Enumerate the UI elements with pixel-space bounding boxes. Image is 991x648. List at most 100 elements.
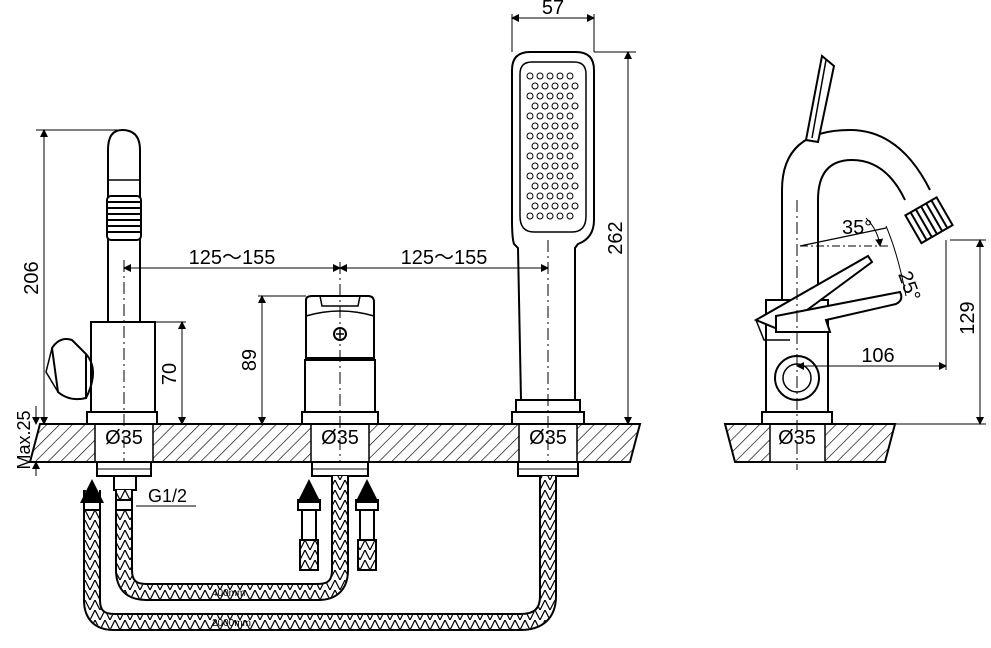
spray-nozzle [551, 162, 559, 170]
hoses [80, 476, 557, 631]
spray-nozzle [556, 132, 564, 140]
spray-nozzle [556, 112, 564, 120]
spray-nozzle [571, 122, 579, 130]
spray-nozzle [561, 122, 569, 130]
spray-nozzle [566, 172, 574, 180]
spray-nozzle [551, 202, 559, 210]
spray-nozzle [561, 102, 569, 110]
spray-nozzle [526, 112, 534, 120]
spray-nozzle [566, 112, 574, 120]
spray-nozzle [551, 142, 559, 150]
spray-nozzle [526, 152, 534, 160]
spray-nozzle [541, 102, 549, 110]
spray-nozzle [551, 182, 559, 190]
mixer-valve [301, 262, 379, 477]
spray-nozzle [571, 182, 579, 190]
spray-nozzle [571, 142, 579, 150]
spray-nozzle [561, 82, 569, 90]
spray-nozzle [526, 72, 534, 80]
dim-57: 57 [542, 0, 564, 19]
spray-nozzle [536, 92, 544, 100]
inlet-hose-right [355, 499, 379, 571]
spray-nozzle [531, 102, 539, 110]
spray-nozzle [546, 212, 554, 220]
hose-label-short: 400mm [212, 588, 245, 599]
dimension-lines [30, 14, 986, 507]
dim-262: 262 [605, 221, 627, 254]
spray-nozzle [556, 192, 564, 200]
dim-spacing-1: 125～155 [189, 247, 276, 269]
spray-nozzle [566, 212, 574, 220]
spray-nozzle [531, 202, 539, 210]
spray-nozzle [546, 92, 554, 100]
spray-nozzle [561, 142, 569, 150]
spout-assembly [45, 128, 158, 491]
spray-nozzle [546, 192, 554, 200]
dim-angle-35: 35° [842, 217, 872, 239]
hole-label-valve: Ø35 [321, 427, 359, 449]
spray-nozzle [536, 132, 544, 140]
spray-nozzle [556, 212, 564, 220]
hole-label-side: Ø35 [778, 427, 816, 449]
dim-106: 106 [861, 345, 894, 367]
dim-206: 206 [21, 261, 43, 294]
spray-nozzle [536, 152, 544, 160]
dim-spacing-2: 125～155 [401, 247, 488, 269]
spray-nozzle [556, 92, 564, 100]
spray-nozzle [546, 72, 554, 80]
spray-nozzle [536, 72, 544, 80]
hose-label-long: 2000mm [212, 618, 251, 629]
spray-nozzle [571, 202, 579, 210]
spray-nozzle [546, 172, 554, 180]
spray-nozzle [536, 212, 544, 220]
spray-nozzle [531, 142, 539, 150]
spray-nozzle [551, 82, 559, 90]
hole-label-spout: Ø35 [105, 427, 143, 449]
spray-nozzle [566, 152, 574, 160]
spray-nozzle [531, 162, 539, 170]
spray-nozzle [541, 202, 549, 210]
dim-70: 70 [159, 363, 181, 385]
hand-shower [511, 51, 595, 477]
spray-nozzle [571, 82, 579, 90]
spray-nozzle [531, 182, 539, 190]
spray-nozzle [571, 102, 579, 110]
dim-129: 129 [957, 301, 979, 334]
spray-nozzle [566, 92, 574, 100]
spray-nozzle [541, 182, 549, 190]
spray-nozzle [561, 202, 569, 210]
spray-nozzle [526, 132, 534, 140]
thread-label: G1/2 [148, 486, 187, 506]
spray-nozzles [526, 72, 579, 220]
spray-nozzle [526, 192, 534, 200]
side-deck-section [723, 423, 897, 463]
spray-nozzle [561, 162, 569, 170]
spray-nozzle [546, 152, 554, 160]
spray-nozzle [551, 122, 559, 130]
spray-nozzle [541, 122, 549, 130]
spray-nozzle [526, 92, 534, 100]
spray-nozzle [556, 72, 564, 80]
dim-89: 89 [239, 349, 261, 371]
side-view [753, 54, 954, 470]
inlet-hose-left [297, 499, 321, 571]
spray-nozzle [536, 112, 544, 120]
spray-nozzle [546, 132, 554, 140]
spray-nozzle [551, 102, 559, 110]
spray-nozzle [556, 172, 564, 180]
spray-nozzle [541, 162, 549, 170]
spray-nozzle [526, 172, 534, 180]
hole-label-shower: Ø35 [529, 427, 567, 449]
spray-nozzle [546, 112, 554, 120]
spray-nozzle [536, 192, 544, 200]
spray-nozzle [571, 162, 579, 170]
spray-nozzle [531, 82, 539, 90]
spray-nozzle [566, 72, 574, 80]
spray-nozzle [566, 192, 574, 200]
dim-max-deck: Max.25 [14, 410, 34, 469]
spray-nozzle [531, 122, 539, 130]
spray-nozzle [541, 142, 549, 150]
spray-nozzle [541, 82, 549, 90]
